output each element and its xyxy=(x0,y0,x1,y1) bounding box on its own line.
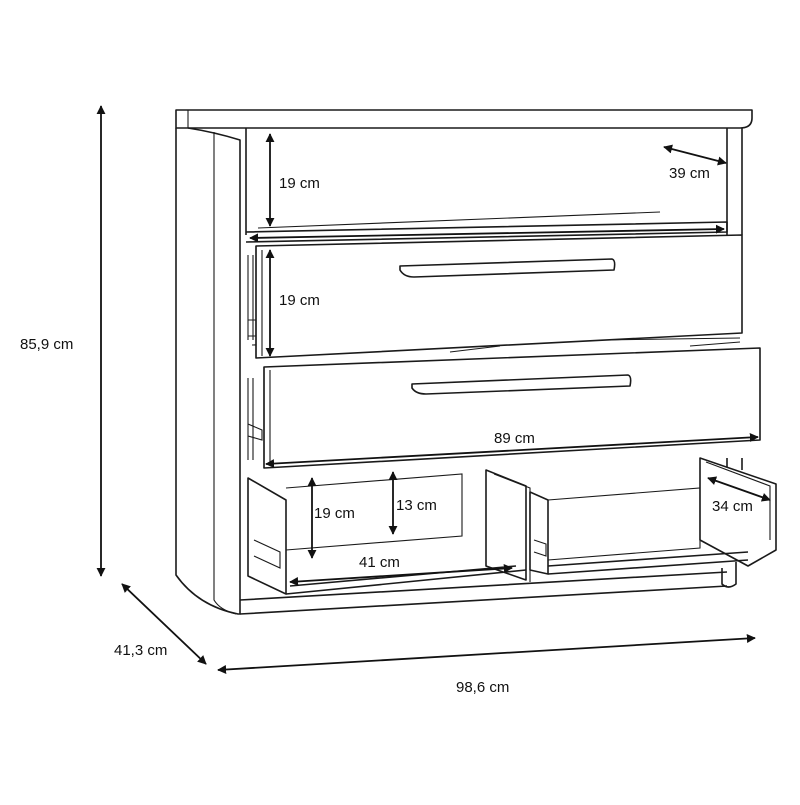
small-drawer-width-arrow xyxy=(289,564,513,586)
small-drawer-height-label: 19 cm xyxy=(314,505,355,522)
shelf-height-label: 19 cm xyxy=(279,175,320,192)
depth-label: 41,3 cm xyxy=(114,642,167,659)
small-drawer-width-label: 41 cm xyxy=(359,554,400,571)
cabinet-leg xyxy=(721,562,737,588)
right-side-panel xyxy=(726,128,743,235)
shelf-depth-label: 39 cm xyxy=(669,165,710,182)
wide-drawer-width-label: 89 cm xyxy=(494,430,535,447)
left-side-panel xyxy=(175,127,241,615)
width-dimension-arrow xyxy=(217,633,756,675)
wide-drawer-handle[interactable] xyxy=(411,374,632,395)
wide-drawer xyxy=(247,347,761,469)
wide-drawer-width-arrow xyxy=(265,432,759,469)
dimension-lines xyxy=(96,105,771,675)
width-label: 98,6 cm xyxy=(456,679,509,696)
top-drawer xyxy=(247,234,743,359)
small-drawer-inner-height-label: 13 cm xyxy=(396,497,437,514)
shelf-depth-arrow xyxy=(663,144,727,166)
top-drawer-height-label: 19 cm xyxy=(279,292,320,309)
top-drawer-handle[interactable] xyxy=(399,258,616,278)
cabinet-top xyxy=(175,109,753,129)
left-small-drawer-front xyxy=(485,469,527,581)
depth-dimension-arrow xyxy=(121,583,207,665)
cabinet-plinth xyxy=(239,571,728,615)
left-small-drawer xyxy=(247,469,531,595)
dimension-labels: 85,9 cm 41,3 cm 98,6 cm 19 cm 39 cm 19 c… xyxy=(20,165,753,696)
shelf-floor-arrow xyxy=(249,224,725,243)
small-drawer-depth-arrow xyxy=(707,476,771,502)
right-small-drawer xyxy=(529,457,777,575)
height-label: 85,9 cm xyxy=(20,336,73,353)
small-drawer-depth-label: 34 cm xyxy=(712,498,753,515)
